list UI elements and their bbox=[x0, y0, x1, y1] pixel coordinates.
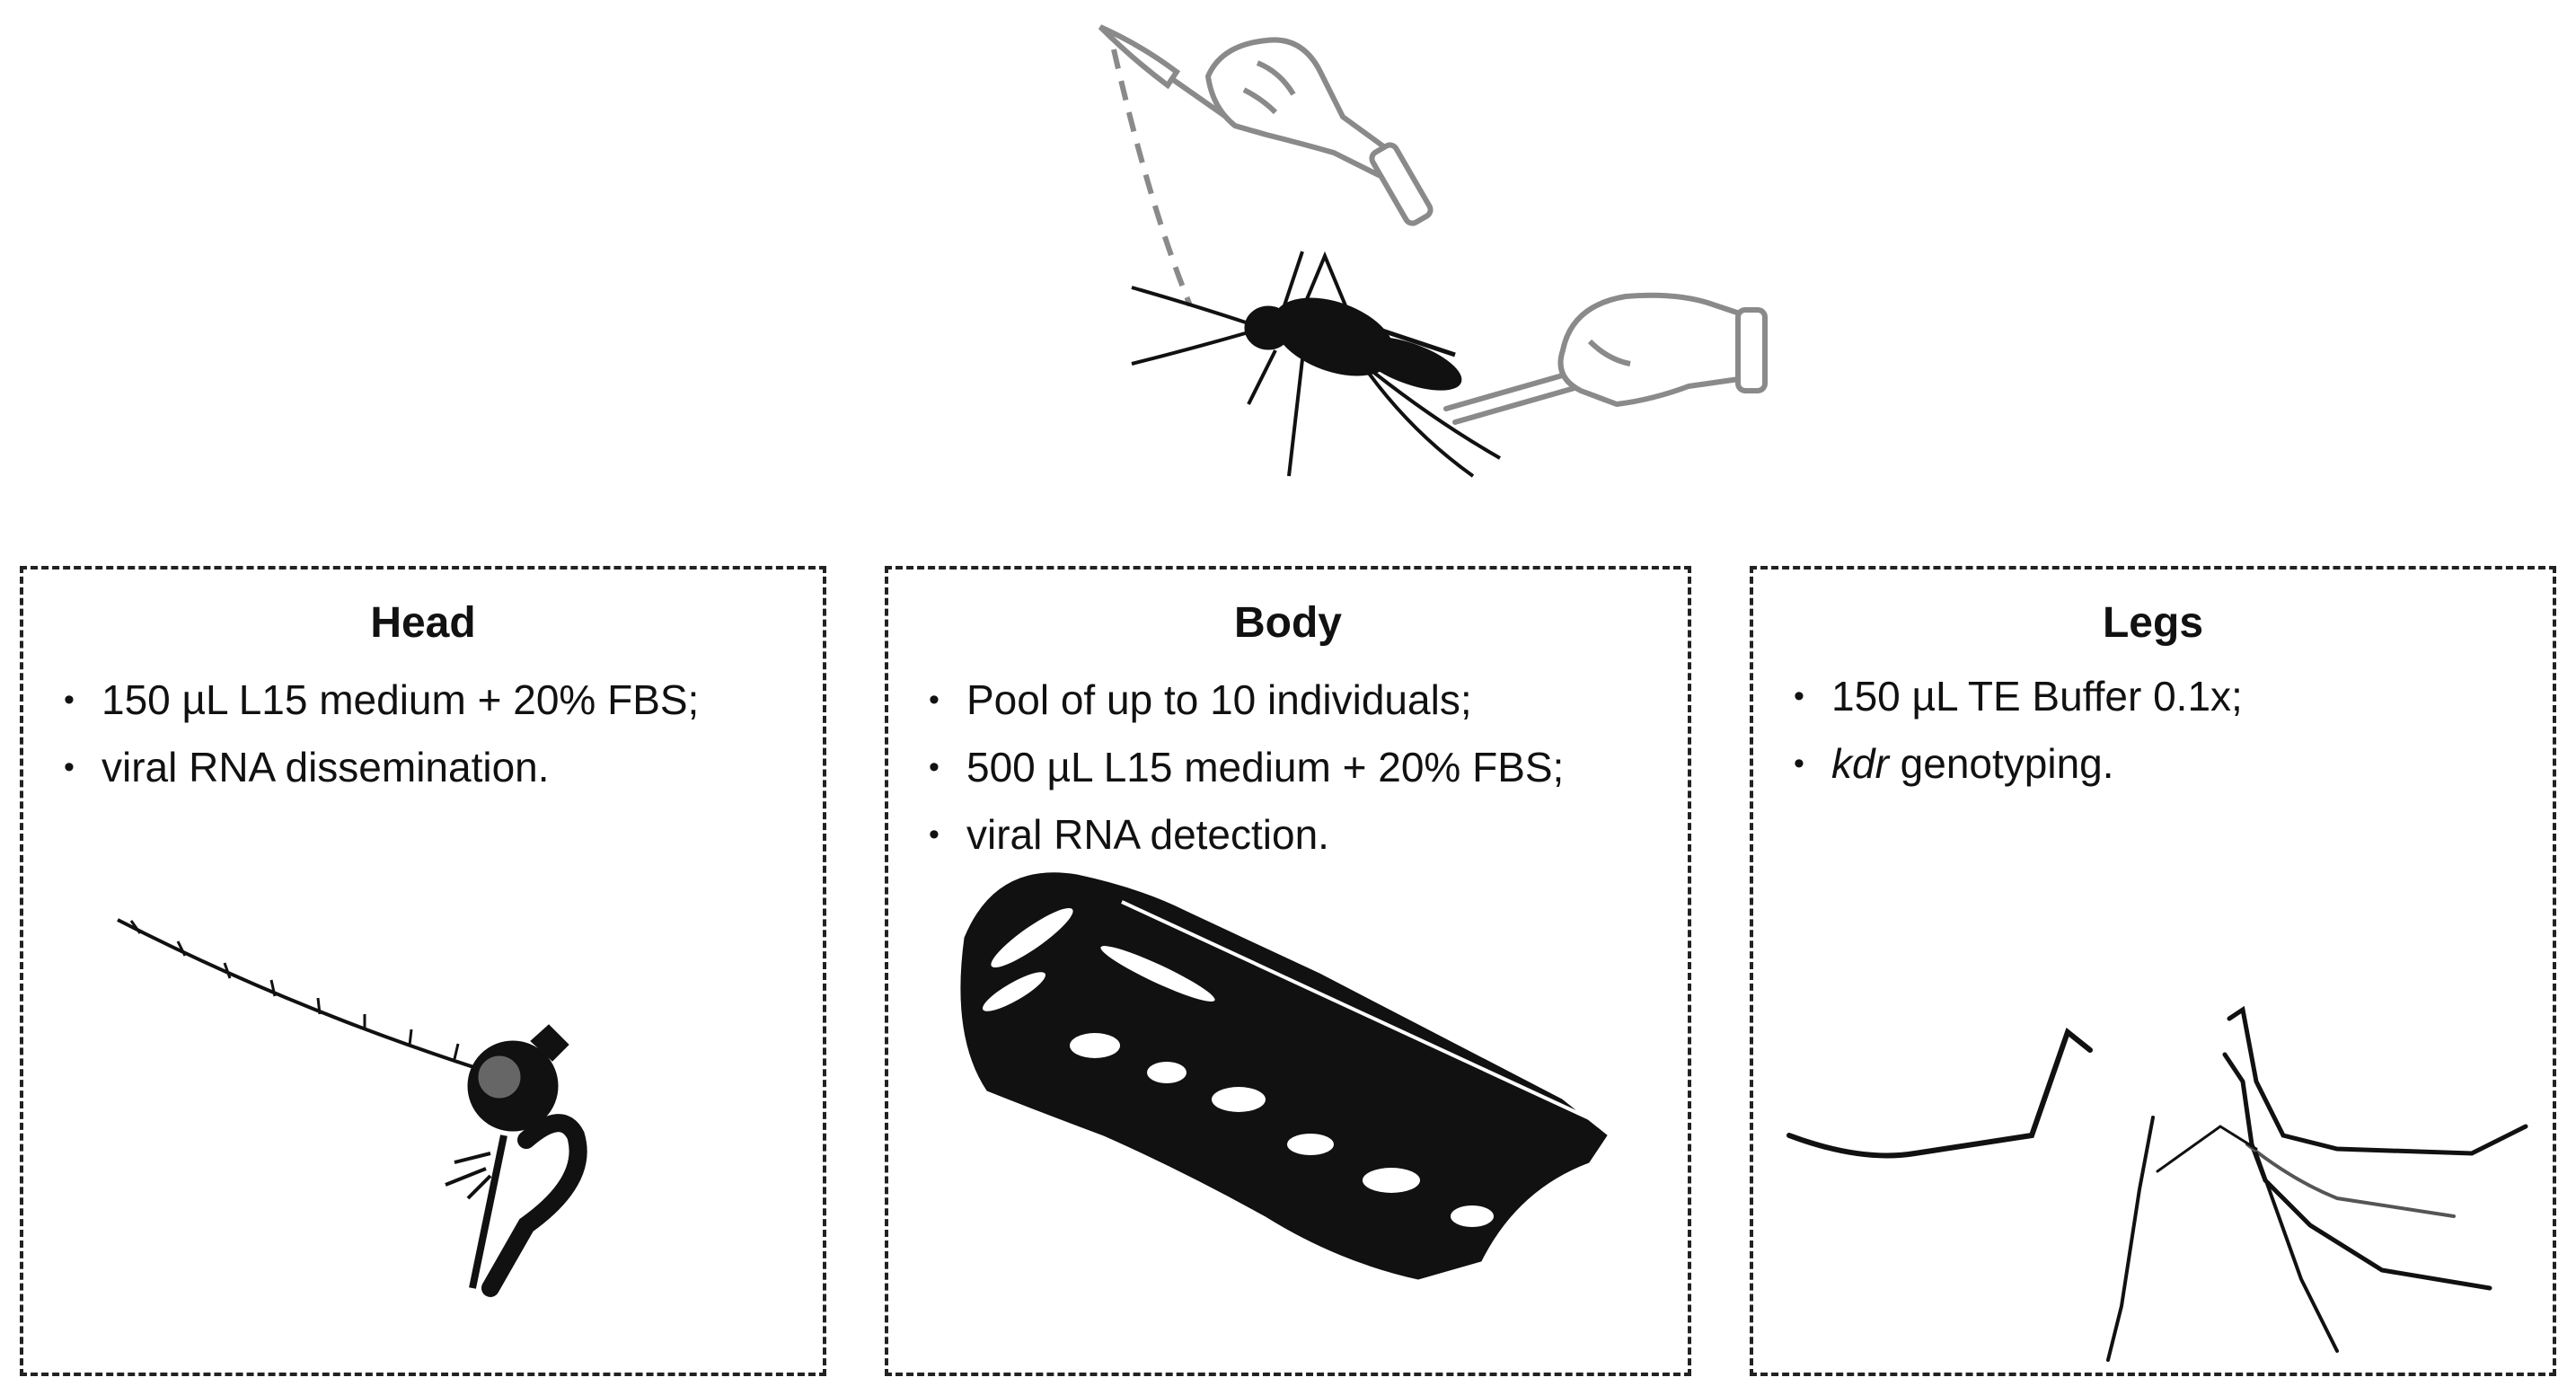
body-bullet: viral RNA detection. bbox=[929, 801, 1564, 869]
head-bullet: 150 µL L15 medium + 20% FBS; bbox=[64, 667, 699, 734]
mosquito-body-icon bbox=[960, 872, 1608, 1280]
body-panel: Body Pool of up to 10 individuals; 500 µ… bbox=[885, 566, 1691, 1376]
body-panel-title: Body bbox=[1234, 599, 1342, 647]
body-bullet: 500 µL L15 medium + 20% FBS; bbox=[929, 734, 1564, 801]
forceps-icon bbox=[1443, 370, 1584, 425]
legs-panel: Legs 150 µL TE Buffer 0.1x; kdr genotypi… bbox=[1750, 566, 2556, 1376]
mosquito-head-icon bbox=[117, 918, 587, 1297]
dissection-illustration bbox=[1098, 24, 1768, 478]
kdr-term: kdr bbox=[1831, 740, 1889, 787]
head-bullet: viral RNA dissemination. bbox=[64, 734, 699, 801]
legs-bullet: kdr genotyping. bbox=[1794, 730, 2243, 798]
head-panel-title: Head bbox=[370, 599, 476, 647]
gloved-hand-icon bbox=[1205, 37, 1434, 226]
legs-bullet: 150 µL TE Buffer 0.1x; bbox=[1794, 663, 2243, 730]
head-panel: Head 150 µL L15 medium + 20% FBS; viral … bbox=[20, 566, 826, 1376]
incision-line bbox=[1111, 49, 1193, 307]
legs-bullet-list: 150 µL TE Buffer 0.1x; kdr genotyping. bbox=[1794, 663, 2243, 798]
scalpel-icon bbox=[1098, 24, 1229, 119]
legs-bullet-text: genotyping. bbox=[1888, 740, 2114, 787]
mosquito-legs-icon bbox=[1786, 1005, 2528, 1362]
body-bullet-list: Pool of up to 10 individuals; 500 µL L15… bbox=[929, 667, 1564, 869]
gloved-hand-icon bbox=[1557, 292, 1768, 407]
mosquito-icon bbox=[1131, 251, 1501, 478]
legs-panel-title: Legs bbox=[2102, 599, 2204, 647]
body-bullet: Pool of up to 10 individuals; bbox=[929, 667, 1564, 734]
head-bullet-list: 150 µL L15 medium + 20% FBS; viral RNA d… bbox=[64, 667, 699, 801]
